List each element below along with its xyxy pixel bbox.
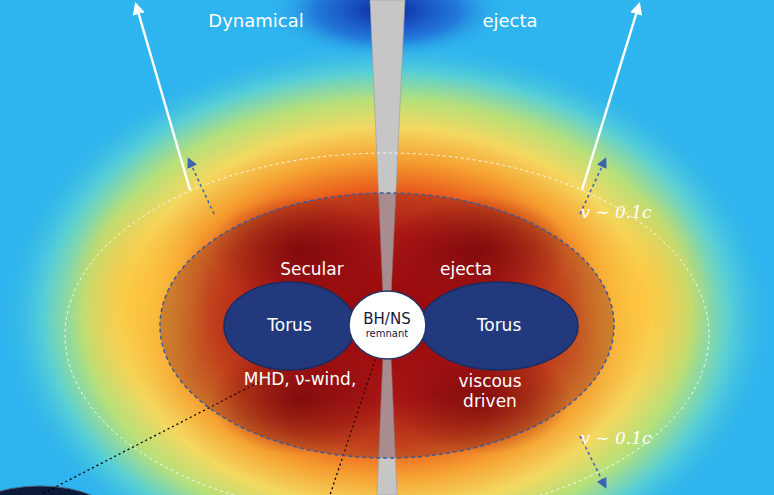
node-text: Torus <box>267 316 312 336</box>
node-text: remnant <box>366 328 409 340</box>
velocity-label: v ∼ 0.1c <box>580 428 651 448</box>
velocity-label: v ∼ 0.1c <box>580 202 651 222</box>
node-text: MHD, ν-wind, <box>244 370 357 390</box>
secular-ejecta-region: Secular ejectaMHD, ν-wind, viscous driven T… <box>160 193 614 458</box>
node-text: BH/NS <box>363 311 410 328</box>
node-text: ejecta <box>440 260 492 280</box>
torus: Torus <box>224 282 355 370</box>
dynamical-ejecta-boundary <box>65 153 709 495</box>
inset-frame <box>0 486 115 495</box>
region-label: ejecta <box>482 10 537 31</box>
remnant-circle: BH/NSremnant <box>349 291 426 359</box>
ejecta-arrow <box>582 8 638 190</box>
node-text: Secular <box>280 260 344 280</box>
secular-arrow <box>190 162 214 214</box>
node-text: viscous driven <box>454 372 526 411</box>
node-text: Torus <box>477 316 522 336</box>
region-label: Dynamical <box>208 10 303 31</box>
torus: Torus <box>420 282 578 370</box>
ejecta-arrow <box>137 8 190 190</box>
